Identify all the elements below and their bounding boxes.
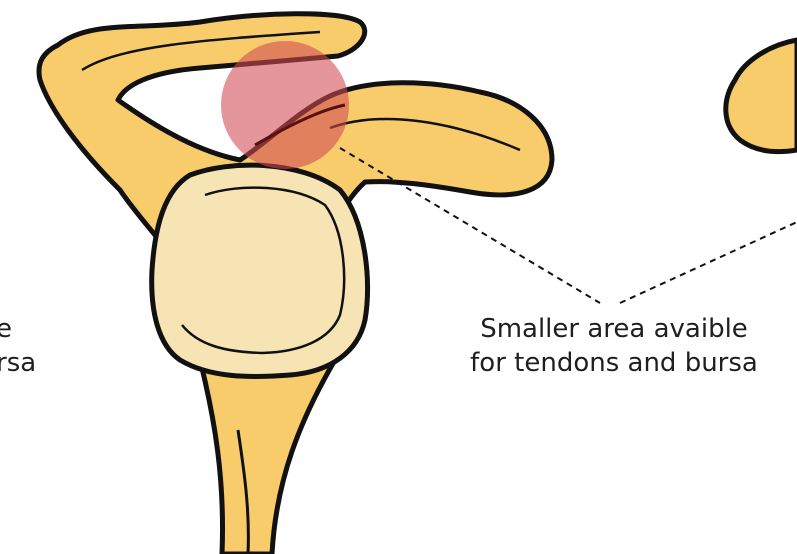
humerus-shaft (200, 360, 335, 554)
caption-smaller-area: Smaller area avaible for tendons and bur… (428, 312, 797, 380)
humeral-head (152, 165, 368, 376)
caption-left-line-1: e (0, 312, 56, 346)
caption-line-2: for tendons and bursa (428, 346, 797, 380)
impingement-zone-circle (221, 41, 349, 169)
caption-left-line-2: rsa (0, 346, 56, 380)
caption-line-1: Smaller area avaible (428, 312, 797, 346)
right-scapula-fragment (726, 40, 797, 152)
leader-line-right (620, 222, 797, 303)
caption-left-cropped: e rsa (0, 312, 56, 380)
